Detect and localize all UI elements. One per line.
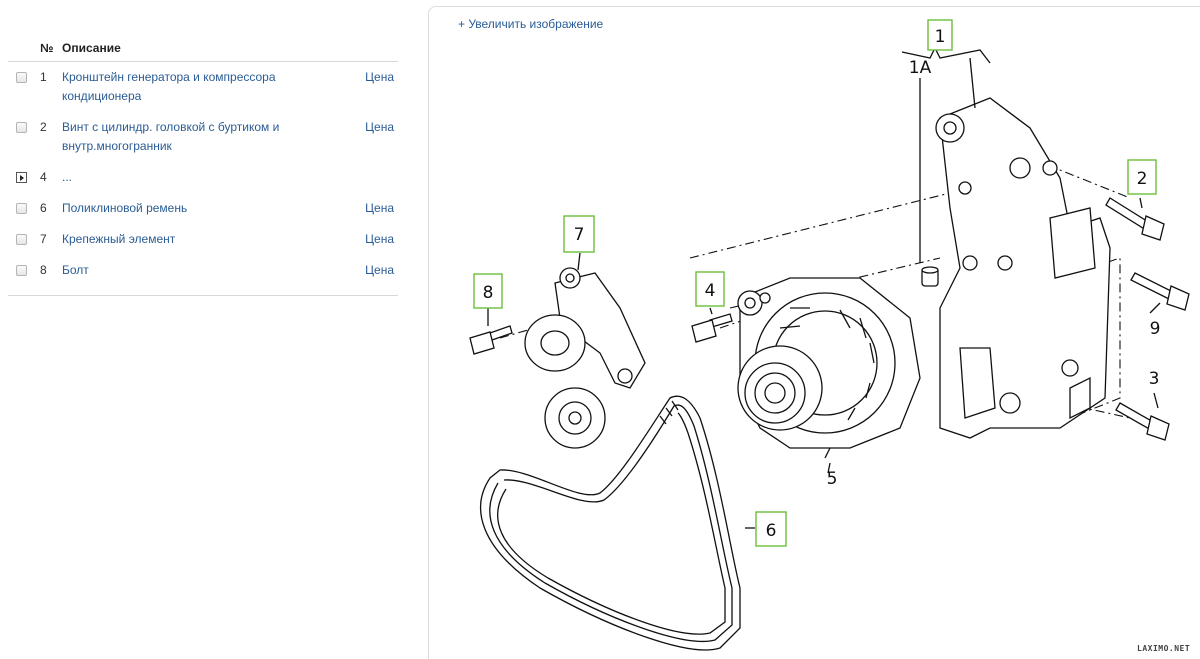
bolt-3	[1115, 402, 1170, 441]
alternator-part	[737, 277, 921, 459]
table-row[interactable]: 6 Поликлиновой ремень Цена	[8, 193, 398, 224]
row-checkbox[interactable]	[15, 234, 27, 245]
belt-part	[479, 395, 741, 651]
svg-text:6: 6	[766, 521, 777, 541]
row-checkbox[interactable]	[15, 203, 27, 214]
table-row[interactable]: 4 ...	[8, 162, 398, 193]
row-desc-link[interactable]: Винт с цилиндр. головкой с буртиком и вн…	[62, 120, 280, 153]
bracket-part	[935, 97, 1111, 439]
bolt-4	[691, 313, 733, 343]
image-panel	[428, 6, 1200, 659]
svg-text:4: 4	[705, 281, 716, 301]
parts-table: № Описание 1 Кронштейн генератора и комп…	[8, 34, 398, 296]
row-num: 7	[40, 232, 47, 246]
row-desc-link[interactable]: Поликлиновой ремень	[62, 201, 188, 215]
assembly-line	[729, 257, 941, 309]
callout-3[interactable]: 3	[1149, 369, 1160, 389]
price-link[interactable]: Цена	[365, 120, 394, 134]
assembly-line	[1069, 257, 1121, 419]
parts-table-header: № Описание	[8, 34, 398, 62]
assembly-line	[1029, 157, 1131, 199]
row-desc-link[interactable]: Крепежный элемент	[62, 232, 176, 246]
callout-1[interactable]: 1	[927, 19, 953, 51]
callout-1a[interactable]: 1A	[909, 58, 932, 78]
bolt-2	[1105, 197, 1165, 241]
parts-diagram: 1 1A 2 9 3 4 5 6 7 8	[469, 19, 1190, 651]
bushing-part	[921, 266, 939, 287]
callout-6[interactable]: 6	[755, 511, 787, 547]
row-checkbox[interactable]	[15, 265, 27, 276]
row-desc-link[interactable]: Кронштейн генератора и компрессора конди…	[62, 70, 276, 103]
table-row[interactable]: 7 Крепежный элемент Цена	[8, 224, 398, 255]
header-num: №	[40, 40, 54, 55]
callout-4[interactable]: 4	[695, 271, 725, 307]
callout-8[interactable]: 8	[473, 273, 503, 309]
row-num: 1	[40, 70, 47, 84]
watermark: LAXIMO.NET	[1137, 644, 1191, 653]
price-link[interactable]: Цена	[365, 263, 394, 277]
svg-text:1: 1	[935, 27, 946, 47]
bolt-8	[469, 325, 513, 355]
row-desc-link[interactable]: Болт	[62, 263, 89, 277]
row-num: 8	[40, 263, 47, 277]
callout-9[interactable]: 9	[1150, 319, 1161, 339]
svg-text:8: 8	[483, 283, 494, 303]
svg-text:2: 2	[1137, 169, 1148, 189]
row-num: 4	[40, 170, 47, 184]
zoom-image-link[interactable]: + Увеличить изображение	[458, 17, 604, 31]
callout-5[interactable]: 5	[827, 469, 838, 489]
svg-text:7: 7	[574, 225, 585, 245]
price-link[interactable]: Цена	[365, 70, 394, 84]
table-row[interactable]: 2 Винт с цилиндр. головкой с буртиком и …	[8, 112, 398, 162]
row-checkbox[interactable]	[15, 72, 27, 83]
tensioner-part	[524, 267, 646, 449]
price-link[interactable]: Цена	[365, 201, 394, 215]
bolt-9	[1130, 272, 1190, 311]
callout-7[interactable]: 7	[563, 215, 595, 253]
price-link[interactable]: Цена	[365, 232, 394, 246]
table-row[interactable]: 8 Болт Цена	[8, 255, 398, 286]
callout-2[interactable]: 2	[1127, 159, 1157, 195]
row-num: 2	[40, 120, 47, 134]
row-desc-link[interactable]: ...	[62, 170, 73, 184]
row-checkbox[interactable]	[15, 122, 27, 133]
header-desc: Описание	[62, 40, 121, 55]
table-row[interactable]: 1 Кронштейн генератора и компрессора кон…	[8, 62, 398, 112]
row-num: 6	[40, 201, 47, 215]
assembly-line	[689, 187, 971, 259]
expand-arrow-icon[interactable]	[15, 172, 27, 183]
